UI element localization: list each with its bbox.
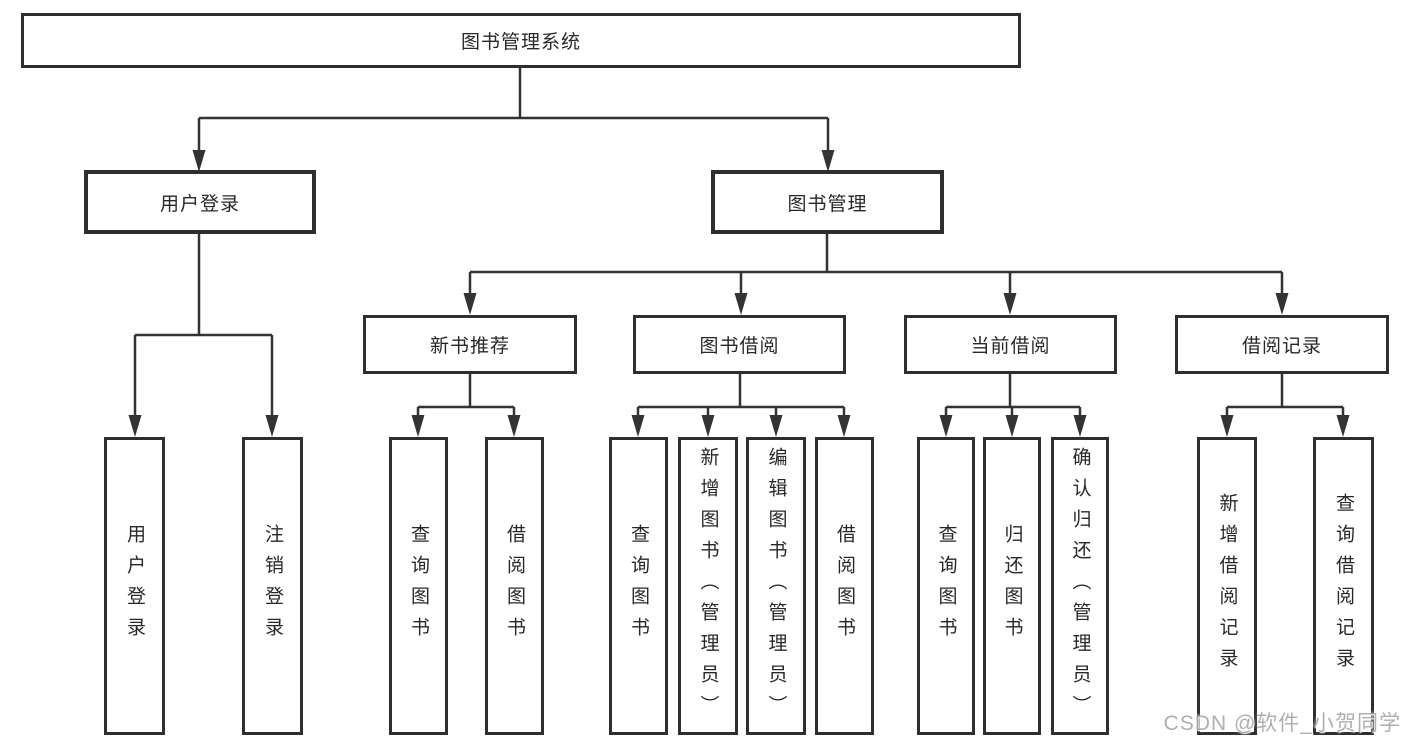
node-leaf-confirm-return-admin: 确认归还（管理员） (1051, 437, 1109, 735)
node-label: 借阅记录 (1241, 336, 1322, 357)
node-label: 注销登录 (262, 524, 283, 648)
node-book-management: 图书管理 (711, 170, 944, 234)
node-user-login-branch: 用户登录 (84, 170, 316, 234)
csdn-watermark: CSDN @软件_小贺同学 (1163, 712, 1401, 735)
node-leaf-user-login: 用户登录 (104, 437, 165, 735)
node-leaf-borrow-book: 借阅图书 (815, 437, 874, 735)
node-leaf-add-borrow-record: 新增借阅记录 (1197, 437, 1257, 735)
node-label: 确认归还（管理员） (1069, 446, 1091, 726)
node-label: 用户登录 (159, 193, 240, 215)
node-leaf-add-book-admin: 新增图书（管理员） (678, 437, 738, 735)
node-leaf-query-book-recommend: 查询图书 (389, 437, 448, 735)
node-label: 当前借阅 (970, 336, 1051, 357)
node-label: 编辑图书（管理员） (765, 446, 787, 726)
node-label: 图书管理系统 (460, 32, 581, 53)
node-label: 借阅图书 (834, 524, 855, 648)
node-label: 查询图书 (935, 524, 957, 648)
node-leaf-query-borrow-record: 查询借阅记录 (1313, 437, 1374, 735)
node-leaf-query-book-borrow: 查询图书 (609, 437, 668, 735)
node-label: 新增借阅记录 (1216, 493, 1238, 679)
node-label: 图书借阅 (699, 336, 780, 357)
node-label: 新书推荐 (429, 336, 510, 357)
node-label: 图书管理 (787, 193, 868, 215)
node-current-borrow: 当前借阅 (904, 315, 1117, 374)
node-new-book-recommend: 新书推荐 (363, 315, 577, 374)
node-label: 归还图书 (1001, 524, 1023, 648)
node-leaf-return-book: 归还图书 (983, 437, 1041, 735)
node-library-system: 图书管理系统 (21, 13, 1021, 68)
node-book-borrow: 图书借阅 (633, 315, 846, 374)
node-leaf-borrow-book-recommend: 借阅图书 (485, 437, 544, 735)
node-label: 查询图书 (628, 524, 649, 648)
node-leaf-edit-book-admin: 编辑图书（管理员） (746, 437, 806, 735)
node-leaf-logout: 注销登录 (242, 437, 303, 735)
node-label: 借阅图书 (504, 524, 525, 648)
node-label: 查询借阅记录 (1333, 493, 1354, 679)
node-leaf-query-book-current: 查询图书 (917, 437, 975, 735)
node-label: 查询图书 (408, 524, 429, 648)
node-label: 用户登录 (124, 524, 145, 648)
node-borrow-records: 借阅记录 (1175, 315, 1389, 374)
node-label: 新增图书（管理员） (697, 446, 719, 726)
